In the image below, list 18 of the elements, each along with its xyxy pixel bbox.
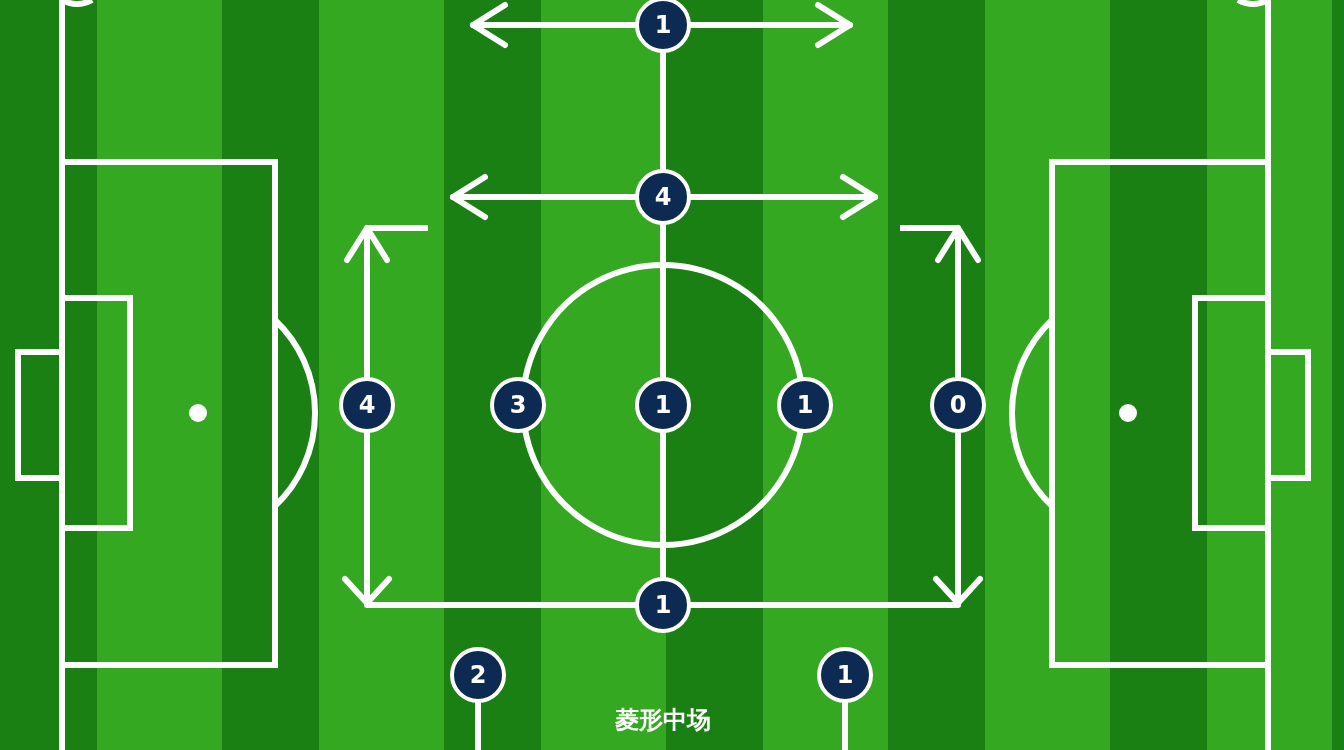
connector-line <box>842 700 848 750</box>
player-number-marker: 0 <box>930 377 986 433</box>
caption: 菱形中场 <box>614 705 712 736</box>
connector-line <box>660 50 666 172</box>
arrow <box>344 225 390 380</box>
player-number-marker: 1 <box>635 577 691 633</box>
connector-line <box>660 430 666 580</box>
arrow <box>935 225 981 380</box>
player-number-marker: 3 <box>490 377 546 433</box>
player-number-marker: 4 <box>635 169 691 225</box>
player-number-marker: 1 <box>777 377 833 433</box>
player-number-marker: 1 <box>635 377 691 433</box>
player-number-marker: 1 <box>817 647 873 703</box>
connector-line <box>660 222 666 380</box>
player-number-marker: 2 <box>450 647 506 703</box>
player-number-marker: 1 <box>635 0 691 53</box>
connector-line <box>475 700 481 750</box>
player-number-marker: 4 <box>339 377 395 433</box>
